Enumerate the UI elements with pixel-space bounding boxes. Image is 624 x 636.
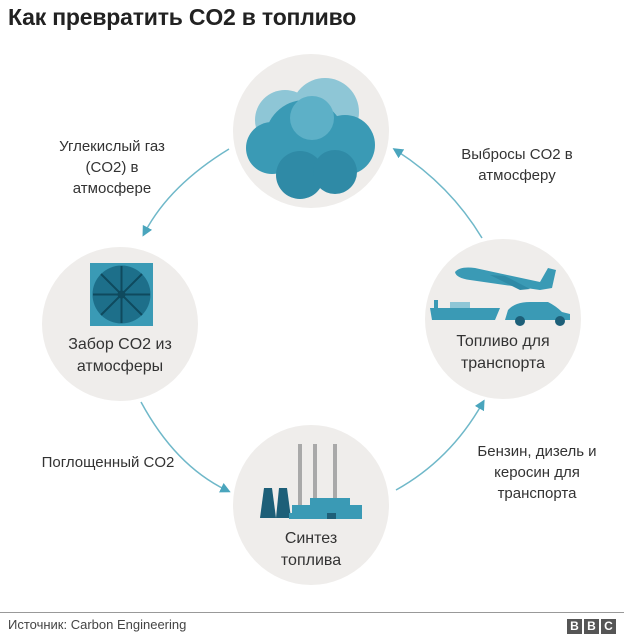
airplane-icon — [455, 267, 556, 290]
logo-letter: C — [601, 619, 616, 634]
arrow-atmosphere-to-capture — [142, 148, 230, 237]
fan-icon — [90, 263, 153, 326]
car-icon — [505, 302, 570, 326]
label-emissions: Выбросы CO2 в атмосферу — [461, 146, 573, 184]
page-title: Как превратить CO2 в топливо — [8, 4, 357, 30]
arrow-capture-to-synthesis — [140, 401, 231, 493]
source-credit: Источник: Carbon Engineering — [8, 617, 187, 632]
factory-icon — [260, 444, 362, 519]
ship-icon — [430, 300, 500, 320]
logo-letter: B — [584, 619, 599, 634]
arrow-synthesis-to-transport — [395, 399, 485, 491]
logo-letter: B — [567, 619, 582, 634]
arrow-transport-to-atmosphere — [392, 148, 483, 239]
label-atmosphere-co2: Углекислый газ (CO2) в атмосфере — [59, 138, 165, 197]
cloud-icon — [246, 78, 375, 199]
label-fuels: Бензин, дизель и керосин для транспорта — [477, 443, 597, 502]
footer-divider — [0, 612, 624, 613]
node-transport-label: Топливо для транспорта — [456, 333, 550, 372]
node-capture-label: Забор CO2 из атмосферы — [68, 336, 172, 375]
bbc-logo: B B C — [567, 619, 616, 634]
node-synthesis-label: Синтез топлива — [280, 530, 342, 569]
label-absorbed-co2: Поглощенный CO2 — [41, 454, 175, 471]
